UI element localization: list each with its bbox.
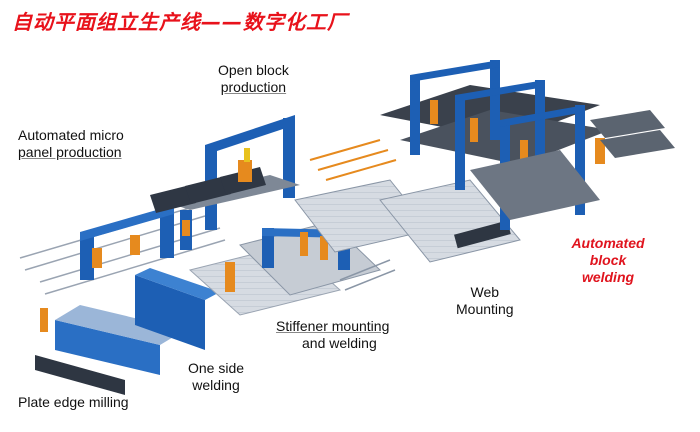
label-open-block-line1: Open block — [218, 62, 289, 78]
left-rails — [19, 204, 226, 295]
label-micro-panel-line1: Automated micro — [18, 127, 124, 143]
label-one-side-line1: One side — [188, 360, 245, 376]
label-one-side: One side welding — [188, 360, 244, 394]
label-web-mounting: Web Mounting — [456, 284, 514, 318]
label-auto-block: Automated block welding — [563, 235, 653, 286]
label-web-mounting-line1: Web — [470, 284, 500, 300]
label-micro-panel-line2: panel production — [18, 144, 122, 160]
block-welding-gantries — [380, 60, 675, 230]
label-auto-block-line2: block — [589, 252, 627, 268]
web-mounting-area — [294, 139, 521, 263]
label-one-side-line2: welding — [192, 377, 240, 393]
label-auto-block-line3: welding — [581, 269, 635, 285]
label-open-block: Open block production — [218, 62, 289, 96]
label-micro-panel: Automated micro panel production — [18, 127, 124, 161]
plate-edge-milling-machine — [35, 305, 185, 395]
label-stiffener-line2: and welding — [302, 335, 377, 351]
label-stiffener: Stiffener mounting and welding — [276, 318, 389, 352]
label-auto-block-line1: Automated — [571, 235, 645, 251]
label-open-block-line2: production — [220, 79, 287, 95]
label-plate-edge: Plate edge milling — [18, 394, 129, 410]
open-block-gantry — [150, 115, 300, 230]
micro-panel-gantry — [80, 205, 192, 280]
page-title: 自动平面组立生产线——数字化工厂 — [12, 10, 348, 34]
label-stiffener-line1: Stiffener mounting — [276, 318, 390, 334]
label-web-mounting-line2: Mounting — [456, 301, 514, 317]
